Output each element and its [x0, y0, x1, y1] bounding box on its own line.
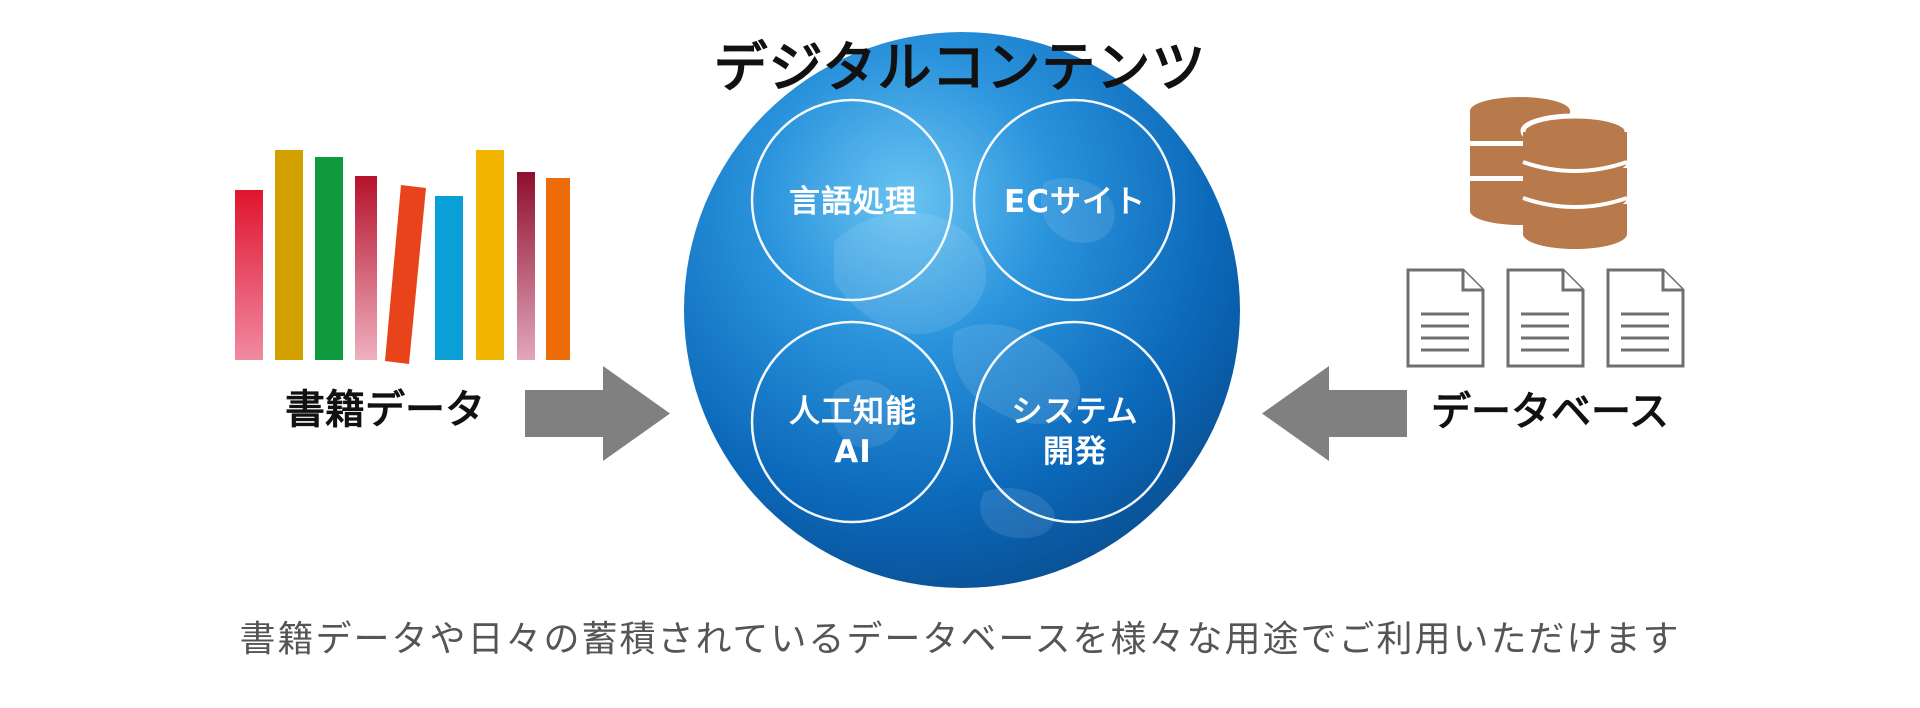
node-ec-site: ECサイト: [1004, 184, 1146, 220]
database-icon: [1470, 97, 1630, 249]
document-icon: [1406, 268, 1685, 368]
node-system-development: システム 開発: [1011, 394, 1139, 470]
arrow-left-icon: [1262, 366, 1407, 461]
right-label: データベース: [1431, 389, 1669, 435]
node-language-processing: 言語処理: [789, 184, 917, 220]
node-ai: 人工知能 AI: [789, 394, 917, 470]
arrow-right-icon: [525, 366, 670, 461]
books-icon: [235, 150, 570, 364]
caption: 書籍データや日々の蓄積されているデータベースを様々な用途でご利用いただけます: [239, 619, 1681, 660]
left-label: 書籍データ: [285, 387, 485, 433]
diagram-title: デジタルコンテンツ: [713, 36, 1207, 99]
globe: [684, 32, 1240, 588]
